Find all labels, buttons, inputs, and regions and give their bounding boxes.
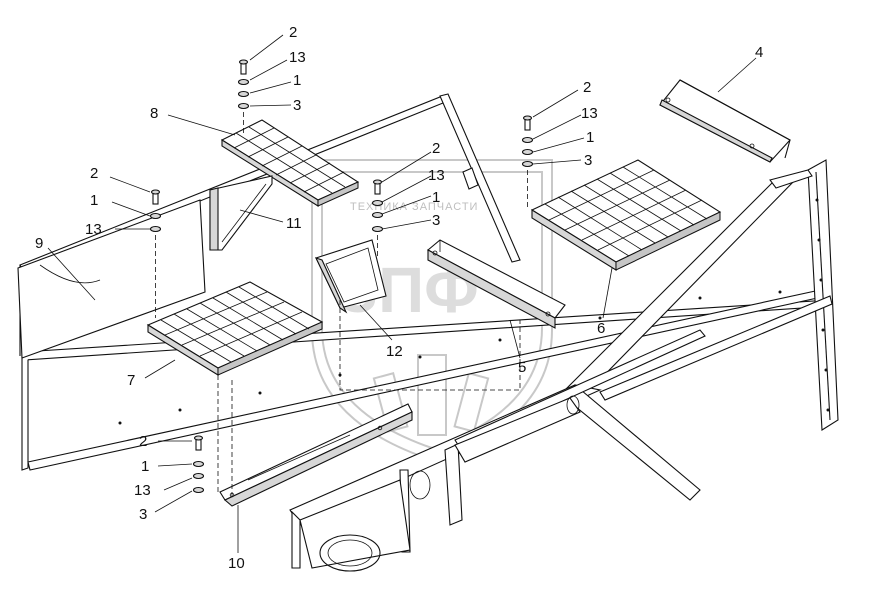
callout-2-top: 2 bbox=[289, 24, 297, 41]
part-6-grating-right bbox=[530, 159, 722, 271]
callout-13-bottom: 13 bbox=[134, 482, 151, 499]
callout-9: 9 bbox=[35, 235, 43, 252]
part-4-angle-bracket bbox=[659, 79, 791, 163]
callout-13-top: 13 bbox=[289, 49, 306, 66]
callout-6: 6 bbox=[597, 320, 605, 337]
part-10-long-channel bbox=[219, 403, 413, 507]
callout-3-right: 3 bbox=[584, 152, 592, 169]
callout-2-left: 2 bbox=[90, 165, 98, 182]
part-5-channel bbox=[427, 239, 566, 329]
callout-12: 12 bbox=[386, 343, 403, 360]
callout-3-center: 3 bbox=[432, 212, 440, 229]
callout-2-right: 2 bbox=[583, 79, 591, 96]
callout-1-left: 1 bbox=[90, 192, 98, 209]
callout-labels: 2 13 1 3 8 2 13 1 3 4 2 13 1 3 2 1 13 9 … bbox=[35, 24, 763, 572]
part-8-step-grating bbox=[220, 119, 360, 207]
callout-1-top: 1 bbox=[293, 72, 301, 89]
watermark-text: ТЕХНИКА ЗАПЧАСТИ bbox=[350, 201, 478, 213]
part-11-gusset bbox=[209, 175, 273, 251]
callout-5: 5 bbox=[518, 359, 526, 376]
callout-1-right: 1 bbox=[586, 129, 594, 146]
callout-2-center: 2 bbox=[432, 140, 440, 157]
callout-7: 7 bbox=[127, 372, 135, 389]
fastener-stack-top-right bbox=[521, 115, 534, 210]
fastener-stack-top-left bbox=[237, 59, 250, 135]
part-7-grating-left bbox=[146, 281, 324, 376]
callout-13-center: 13 bbox=[428, 167, 445, 184]
callout-3-bottom: 3 bbox=[139, 506, 147, 523]
fastener-stack-bottom bbox=[192, 375, 233, 500]
callout-13-left: 13 bbox=[85, 221, 102, 238]
callout-4: 4 bbox=[755, 44, 763, 61]
part-12-bent-plate bbox=[314, 239, 387, 314]
callout-11: 11 bbox=[286, 215, 302, 232]
frame-holes bbox=[118, 198, 830, 425]
callout-8: 8 bbox=[150, 105, 158, 122]
callout-3-top: 3 bbox=[293, 97, 301, 114]
callout-2-bottom: 2 bbox=[139, 433, 147, 450]
main-frame bbox=[17, 93, 839, 572]
callout-1-center: 1 bbox=[432, 189, 440, 206]
callout-13-right: 13 bbox=[581, 105, 598, 122]
leader-lines bbox=[47, 34, 757, 553]
callout-10: 10 bbox=[228, 555, 245, 572]
fastener-stack-left bbox=[149, 189, 162, 318]
callout-1-bottom: 1 bbox=[141, 458, 149, 475]
fastener-stack-center bbox=[339, 179, 521, 391]
